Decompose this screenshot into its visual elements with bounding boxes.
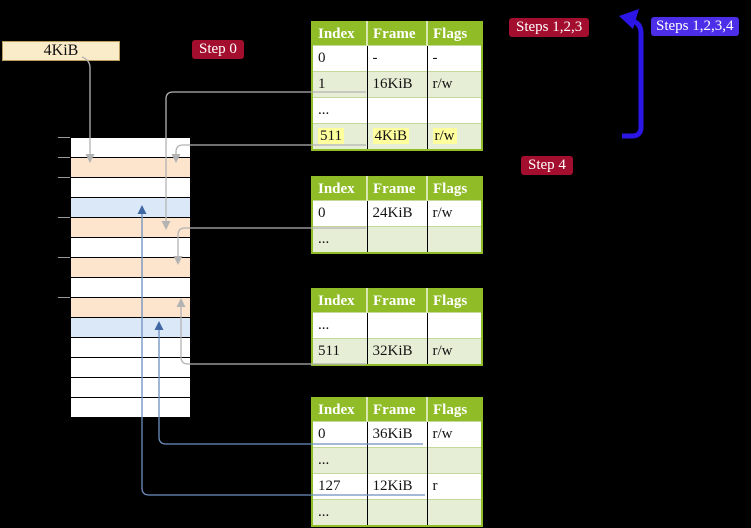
column-header-flags: Flags: [427, 22, 482, 46]
memory-row-8: [71, 298, 190, 318]
table-cell: r/w: [427, 123, 482, 150]
memory-tick: [58, 137, 70, 138]
table-row: 511 4KiB r/w: [312, 123, 482, 150]
table-row: ...: [312, 226, 482, 253]
memory-row-3: [71, 198, 190, 218]
table-cell: 127: [312, 473, 368, 500]
table-cell: [427, 97, 482, 124]
table-cell: ...: [312, 447, 368, 474]
table-cell: 511: [312, 338, 368, 365]
table-cell: [427, 447, 482, 474]
table-cell: 16KiB: [367, 71, 428, 98]
table-cell: -: [427, 45, 482, 72]
table-cell: r/w: [427, 200, 482, 227]
memory-row-12: [71, 378, 190, 398]
memory-row-4: [71, 218, 190, 238]
table-cell: 0: [312, 200, 368, 227]
highlighted-value: 511: [318, 128, 344, 144]
memory-tick: [58, 157, 70, 158]
memory-row-1: [71, 158, 190, 178]
table-cell: [367, 499, 428, 526]
table-cell: r/w: [427, 421, 482, 448]
memory-row-0: [71, 138, 190, 158]
memory-row-11: [71, 358, 190, 378]
table-cell: [367, 312, 428, 339]
table-cell: 32KiB: [367, 338, 428, 365]
table-cell: r/w: [427, 338, 482, 365]
column-header-index: Index: [312, 289, 368, 313]
badge-step-0: Step 0: [192, 40, 244, 59]
column-header-frame: Frame: [367, 289, 428, 313]
table-cell: 1: [312, 71, 368, 98]
table-cell: 24KiB: [367, 200, 428, 227]
column-header-flags: Flags: [427, 177, 482, 201]
table-cell: ...: [312, 312, 368, 339]
memory-row-6: [71, 258, 190, 278]
physical-memory-column: [71, 137, 190, 418]
badge-steps-1-2-3: Steps 1,2,3: [509, 18, 590, 37]
column-header-flags: Flags: [427, 398, 482, 422]
table-row: ...: [312, 447, 482, 474]
table-row: ...: [312, 97, 482, 124]
table-cell: [427, 226, 482, 253]
page-size-label: 4KiB: [2, 41, 120, 61]
column-header-index: Index: [312, 22, 368, 46]
column-header-frame: Frame: [367, 177, 428, 201]
table-cell: r/w: [427, 71, 482, 98]
table-row: 0--: [312, 45, 482, 72]
arrow-steps-1234-loop: [622, 18, 644, 139]
table-cell: r: [427, 473, 482, 500]
column-header-index: Index: [312, 177, 368, 201]
column-header-flags: Flags: [427, 289, 482, 313]
memory-tick: [58, 257, 70, 258]
memory-row-2: [71, 178, 190, 198]
memory-row-13: [71, 398, 190, 418]
table-cell: 511: [312, 123, 368, 150]
table-cell: ...: [312, 226, 368, 253]
column-header-frame: Frame: [367, 398, 428, 422]
memory-row-7: [71, 278, 190, 298]
memory-row-10: [71, 338, 190, 358]
memory-tick: [58, 297, 70, 298]
column-header-frame: Frame: [367, 22, 428, 46]
highlighted-value: r/w: [432, 128, 457, 144]
badge-steps-1-2-3-4: Steps 1,2,3,4: [651, 17, 739, 36]
table-row: ...: [312, 499, 482, 526]
table-cell: 0: [312, 421, 368, 448]
table-cell: 0: [312, 45, 368, 72]
badge-step-4: Step 4: [521, 156, 573, 175]
table-cell: 36KiB: [367, 421, 428, 448]
memory-tick: [58, 177, 70, 178]
table-cell: [427, 312, 482, 339]
table-cell: -: [367, 45, 428, 72]
table-cell: [367, 97, 428, 124]
column-header-index: Index: [312, 398, 368, 422]
memory-row-5: [71, 238, 190, 258]
highlighted-value: 4KiB: [372, 128, 410, 144]
table-cell: ...: [312, 499, 368, 526]
arrowhead-left-icon: [619, 9, 639, 29]
table-row: ...: [312, 312, 482, 339]
table-cell: 4KiB: [367, 123, 428, 150]
table-cell: 12KiB: [367, 473, 428, 500]
table-cell: [367, 226, 428, 253]
table-cell: [427, 499, 482, 526]
memory-row-9: [71, 318, 190, 338]
table-cell: [367, 447, 428, 474]
table-cell: ...: [312, 97, 368, 124]
memory-tick: [58, 217, 70, 218]
